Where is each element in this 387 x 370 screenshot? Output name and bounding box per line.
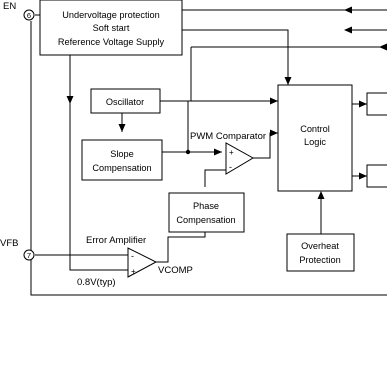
arrow-head: [118, 124, 126, 132]
junction-dot: [185, 149, 191, 155]
phase-compensation-box: [168, 192, 245, 233]
arrow-head: [344, 26, 352, 34]
wires: [30, 9, 387, 296]
vfb-pin-circle: [23, 249, 35, 261]
arrow-head: [317, 191, 325, 199]
error-amplifier-plus: +: [131, 267, 136, 276]
overheat-protection-line-1: Overheat: [301, 241, 339, 251]
supervisor-line-2: Soft start: [93, 23, 130, 33]
en-pin-number: 6: [27, 11, 31, 20]
control-logic-block: Control Logic: [277, 84, 353, 192]
error-amplifier-label: Error Amplifier: [86, 235, 146, 246]
vfb-pin-label: VFB: [0, 238, 18, 249]
overheat-protection-block: Overheat Protection: [286, 233, 355, 272]
arrow-head: [270, 129, 278, 137]
pwm-comparator-plus: +: [229, 148, 234, 157]
arrow-head: [284, 77, 292, 85]
pwm-comparator-label: PWM Comparator: [190, 131, 266, 142]
error-amplifier-minus: -: [131, 251, 134, 261]
supervisor-block: Undervoltage protection Soft start Refer…: [39, 0, 183, 56]
amp-to-phase-wire: [156, 232, 206, 263]
slope-compensation-line-1: Slope: [110, 149, 134, 159]
vfb-pin-number: 7: [27, 251, 31, 260]
control-logic-box: [277, 84, 353, 192]
en-pin-circle: [23, 9, 35, 21]
oscillator-box: [90, 88, 161, 114]
control-logic-line-2: Logic: [304, 137, 326, 147]
arrows: [66, 6, 387, 199]
reference-voltage-label: 0.8V(typ): [77, 277, 116, 288]
pwm-comparator-symbol: [225, 142, 255, 175]
en-pin-label: EN: [3, 1, 16, 12]
feedback-bus-wire: [30, 21, 387, 296]
supervisor-line-1: Undervoltage protection: [62, 10, 160, 20]
phase-compensation-block: Phase Compensation: [168, 192, 245, 233]
error-amplifier-symbol: [127, 247, 158, 278]
arrow-head: [214, 148, 222, 156]
phase-to-comparator-wire: [204, 169, 226, 187]
reference-wire: [69, 55, 130, 271]
slope-compensation-line-2: Compensation: [92, 163, 151, 173]
arrow-head: [379, 43, 387, 51]
vfb-pin: VFB 7: [0, 238, 35, 261]
oscillator-block: Oscillator: [90, 88, 161, 114]
arrow-head: [359, 100, 367, 108]
control-logic-line-1: Control: [300, 124, 330, 134]
supervisor-to-logic-wire: [182, 29, 289, 85]
phase-compensation-line-2: Compensation: [176, 215, 235, 225]
slope-compensation-block: Slope Compensation: [81, 139, 163, 181]
supervisor-box: [39, 0, 183, 56]
pwm-comparator-minus: -: [229, 162, 232, 172]
output-block-1: [366, 92, 387, 116]
pwm-comparator: + - PWM Comparator: [190, 131, 266, 175]
arrow-head: [270, 97, 278, 105]
oscillator-label: Oscillator: [106, 97, 144, 107]
vcomp-label: VCOMP: [158, 265, 193, 276]
arrow-head: [359, 172, 367, 180]
overheat-protection-line-2: Protection: [299, 255, 340, 265]
slope-compensation-box: [81, 139, 163, 181]
output-block-2: [366, 164, 387, 188]
arrow-head: [344, 6, 352, 14]
en-pin: EN 6: [3, 1, 35, 21]
supervisor-line-3: Reference Voltage Supply: [58, 37, 165, 47]
phase-compensation-line-1: Phase: [193, 201, 219, 211]
overheat-protection-box: [286, 233, 355, 272]
error-amplifier: - + Error Amplifier 0.8V(typ) VCOMP: [77, 235, 193, 288]
arrow-head: [66, 96, 74, 104]
